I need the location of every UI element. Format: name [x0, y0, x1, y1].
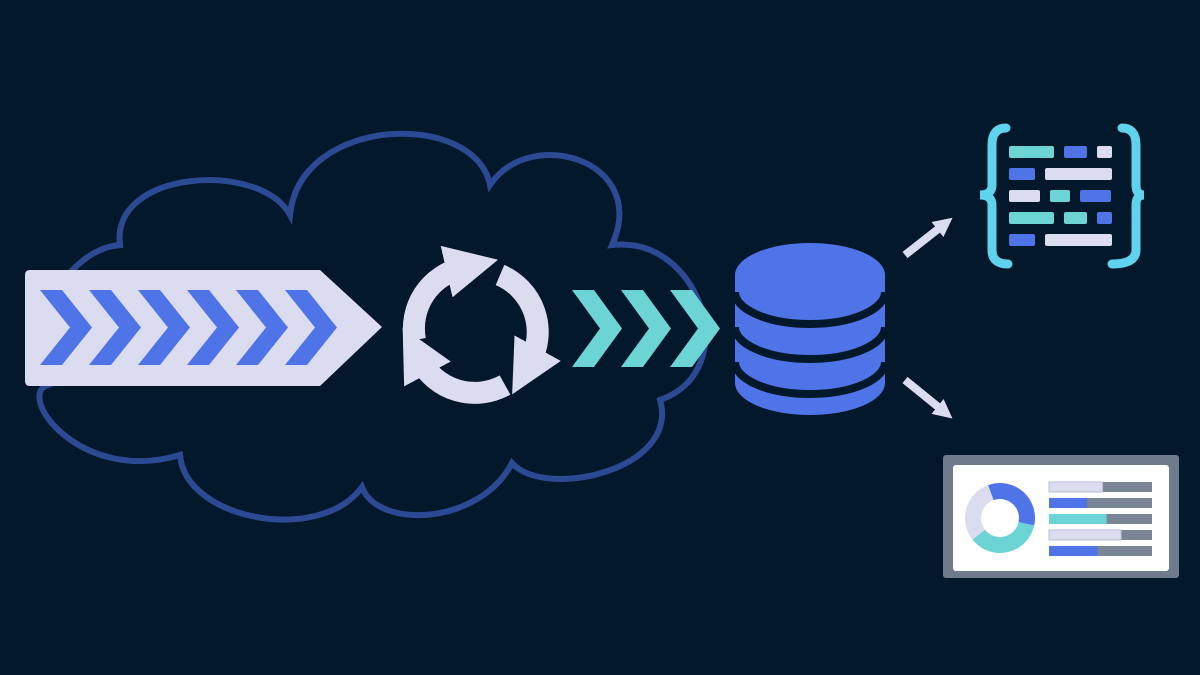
- bar-list: [1048, 481, 1152, 556]
- chevron-icon: [670, 290, 720, 367]
- cloud-outline-icon: [35, 130, 709, 523]
- ingest-chevrons: [40, 290, 337, 365]
- json-token: [1009, 212, 1054, 224]
- donut-segment: [988, 483, 1035, 526]
- bar-fill: [1049, 546, 1098, 556]
- bar-fill: [1048, 481, 1104, 493]
- dashboard-icon: [943, 455, 1179, 578]
- json-token: [1045, 168, 1112, 180]
- bar-fill: [1048, 529, 1122, 541]
- json-rows: [1009, 146, 1112, 246]
- refresh-cycle-icon: [402, 245, 561, 404]
- bar-track: [1049, 546, 1152, 556]
- arrow-to-json-icon: [902, 217, 953, 259]
- database-icon: [731, 243, 889, 415]
- chevron-icon: [236, 290, 288, 365]
- json-token: [1097, 146, 1112, 158]
- chevron-icon: [621, 290, 671, 367]
- json-token: [1009, 190, 1040, 202]
- json-token: [1009, 146, 1054, 158]
- json-token: [1009, 234, 1035, 246]
- json-token: [1009, 168, 1035, 180]
- json-token: [1045, 234, 1112, 246]
- donut-segment: [972, 521, 1035, 553]
- bar-track: [1049, 498, 1152, 508]
- chevron-icon: [285, 290, 337, 365]
- chevron-icon: [572, 290, 622, 367]
- bar-fill: [1049, 514, 1107, 524]
- transfer-chevrons: [572, 290, 720, 367]
- json-token: [1050, 190, 1070, 202]
- json-braces-icon: [979, 123, 1145, 269]
- chevron-icon: [89, 290, 141, 365]
- json-token: [1097, 212, 1112, 224]
- chevron-icon: [40, 290, 92, 365]
- json-token: [1080, 190, 1111, 202]
- chevron-icon: [187, 290, 239, 365]
- json-token: [1064, 212, 1087, 224]
- donut-segment: [965, 485, 995, 540]
- bar-fill: [1049, 498, 1088, 508]
- arrow-to-dashboard-icon: [902, 376, 953, 419]
- json-token: [1064, 146, 1087, 158]
- donut-chart: [965, 483, 1035, 553]
- chevron-icon: [138, 290, 190, 365]
